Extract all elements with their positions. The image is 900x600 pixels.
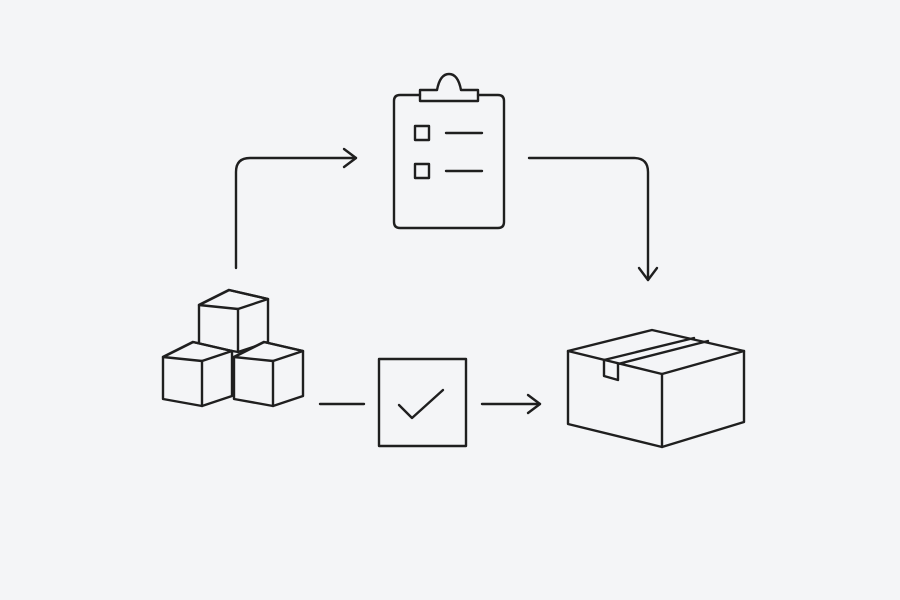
connector-blocks-to-checklist [234,147,358,270]
shipping-box-icon [566,328,746,449]
connector-verify-to-package [480,393,542,415]
clipboard-checklist-icon [392,72,506,230]
stacked-cubes-icon [161,288,305,408]
connector-checklist-to-package [527,156,659,282]
checkbox-checked-icon [377,357,468,448]
